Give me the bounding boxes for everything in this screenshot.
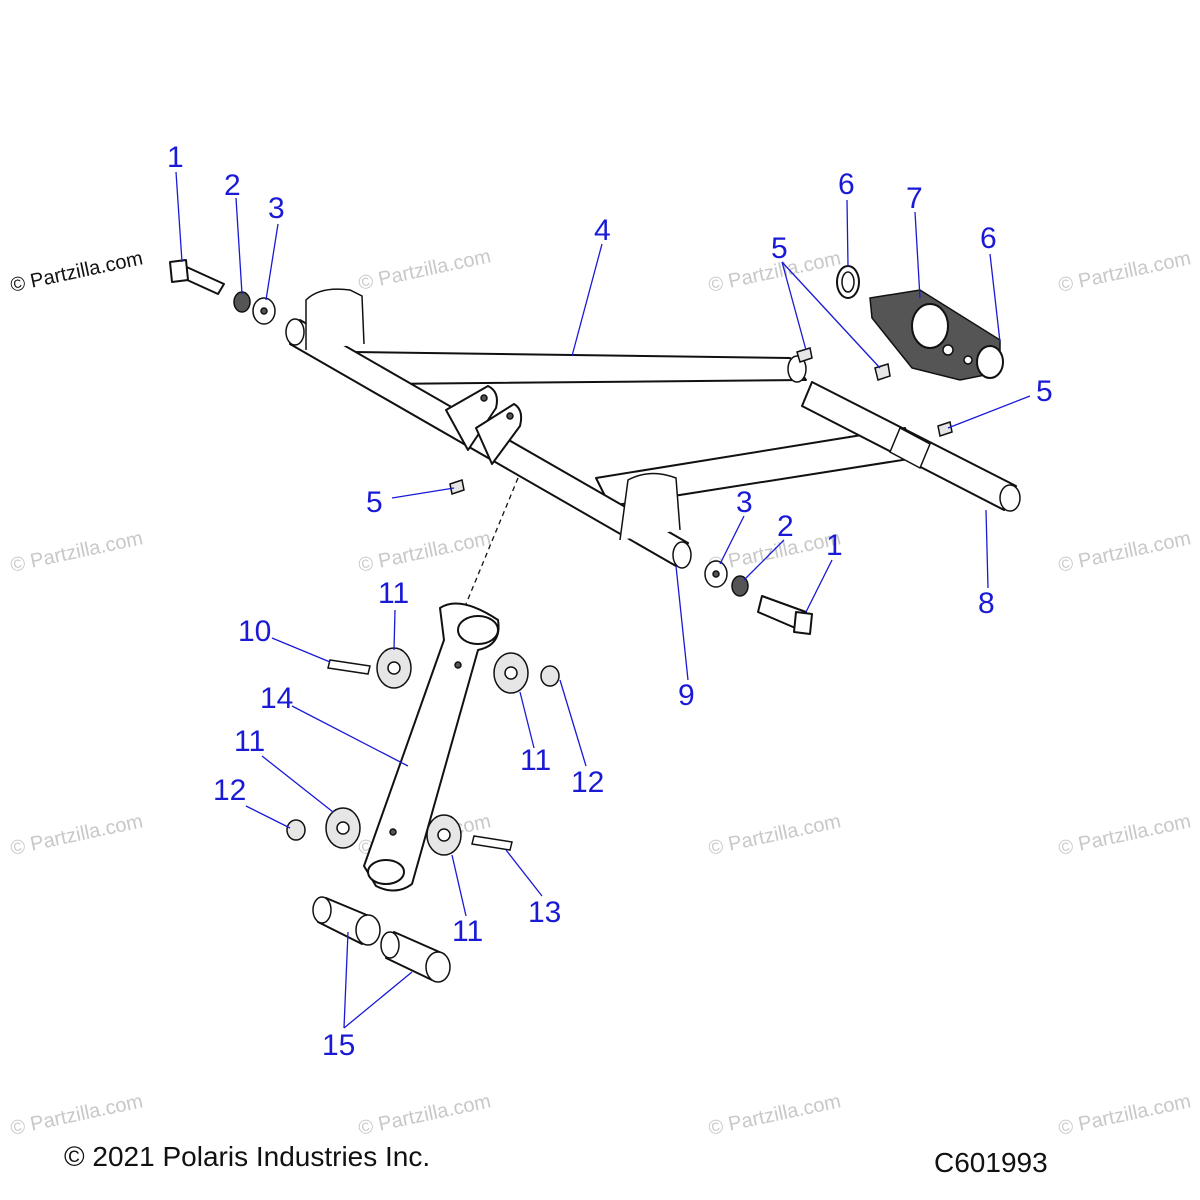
link-arm-assembly (286, 477, 560, 983)
callout-label: 13 (528, 896, 561, 929)
pivot-bracket (836, 265, 1004, 381)
callout-label: 14 (260, 682, 293, 715)
callout-numbers: 1 2 3 4 5 5 6 7 6 5 3 2 1 8 9 11 10 14 1… (167, 141, 1053, 1062)
callout-label: 7 (906, 182, 923, 215)
diagram-code: C601993 (934, 1147, 1048, 1178)
callout-label: 1 (167, 141, 184, 174)
callout-label: 5 (771, 232, 788, 265)
callout-label: 2 (224, 169, 241, 202)
callout-label: 11 (378, 577, 409, 610)
callout-label: 11 (234, 725, 265, 758)
watermark: © Partzilla.com (8, 1090, 144, 1140)
callout-label: 15 (322, 1029, 355, 1062)
watermark: © Partzilla.com (8, 810, 144, 860)
callout-label: 9 (678, 679, 695, 712)
callout-label: 8 (978, 587, 995, 620)
watermark: © Partzilla.com (706, 810, 842, 860)
watermark: © Partzilla.com (706, 1090, 842, 1140)
callout-label: 3 (268, 192, 285, 225)
watermark: © Partzilla.com (356, 1090, 492, 1140)
callout-label: 6 (980, 222, 997, 255)
watermark: © Partzilla.com (356, 245, 492, 295)
callout-label: 6 (838, 168, 855, 201)
callout-label: 1 (826, 529, 843, 562)
copyright-notice: © 2021 Polaris Industries Inc. (64, 1141, 430, 1172)
watermark: © Partzilla.com (1056, 247, 1192, 297)
callout-label: 5 (366, 486, 383, 519)
fasteners-top (169, 259, 813, 635)
callout-label: 11 (520, 744, 551, 777)
callout-label: 5 (1036, 375, 1053, 408)
watermark-top-left: © Partzilla.com (8, 247, 144, 297)
callout-label: 10 (238, 615, 271, 648)
callout-label: 3 (736, 486, 753, 519)
a-arm-assembly (285, 288, 1021, 569)
watermark: © Partzilla.com (1056, 1090, 1192, 1140)
leader-lines (175, 171, 1031, 1029)
callout-label: 11 (452, 915, 483, 948)
callout-label: 4 (594, 214, 611, 247)
callout-label: 2 (777, 510, 794, 543)
watermark: © Partzilla.com (1056, 810, 1192, 860)
watermark: © Partzilla.com (1056, 527, 1192, 577)
callout-label: 12 (213, 774, 246, 807)
callout-label: 12 (571, 766, 604, 799)
watermark: © Partzilla.com (8, 527, 144, 577)
watermark: © Partzilla.com (356, 527, 492, 577)
